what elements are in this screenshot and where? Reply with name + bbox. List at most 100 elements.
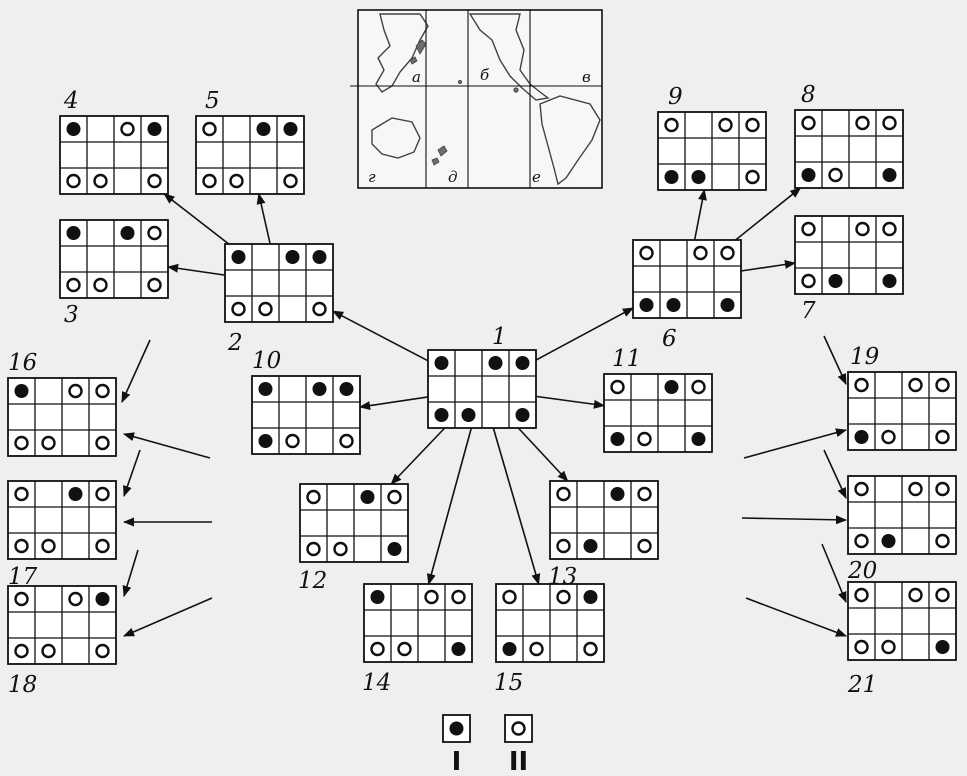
filled-circle-icon (231, 250, 246, 264)
grid-diagram-8: 8 (794, 82, 904, 189)
grid-diagram-20: 20 (847, 475, 957, 584)
open-circle-icon (637, 486, 652, 502)
filled-circle-icon (434, 356, 449, 370)
filled-circle-icon (451, 642, 466, 656)
open-circle-icon (881, 429, 896, 445)
filled-circle-icon (461, 408, 476, 422)
grid-diagram-18: 18 (7, 585, 117, 698)
open-circle-icon (258, 301, 273, 317)
legend-label-open: II (509, 747, 528, 776)
open-circle-icon (306, 489, 321, 505)
zone-label-a: а (412, 68, 421, 86)
filled-circle-icon (691, 432, 706, 446)
filled-circle-icon (639, 298, 654, 312)
open-circle-icon (801, 221, 816, 237)
open-circle-icon (41, 435, 56, 451)
diagram-label-10: 10 (252, 348, 281, 374)
connection-arrows (163, 187, 802, 586)
open-circle-icon (120, 121, 135, 137)
open-circle-icon (720, 245, 735, 261)
filled-circle-icon (583, 590, 598, 604)
grid-diagram-1: 1 (427, 324, 537, 429)
arrow-1-to-10 (358, 396, 429, 410)
edge-arrow-left-3 (123, 449, 141, 498)
open-circle-icon (147, 173, 162, 189)
grid-diagram-10: 10 (251, 348, 361, 455)
open-circle-icon (397, 641, 412, 657)
legend-item-filled: I (442, 714, 471, 776)
open-circle-icon (639, 245, 654, 261)
diagram-label-14: 14 (362, 670, 391, 696)
filled-circle-icon (881, 534, 896, 548)
open-circle-icon (882, 221, 897, 237)
open-circle-icon (828, 167, 843, 183)
arrow-6-to-7 (740, 260, 797, 272)
filled-circle-icon (720, 298, 735, 312)
filled-circle-icon (14, 384, 29, 398)
open-circle-icon (95, 486, 110, 502)
filled-circle-icon (95, 592, 110, 606)
open-circle-icon (637, 431, 652, 447)
open-circle-icon (14, 591, 29, 607)
open-circle-icon (306, 541, 321, 557)
filled-circle-icon (801, 168, 816, 182)
filled-circle-icon (515, 408, 530, 422)
zone-label-d: д (448, 168, 458, 186)
filled-circle-icon (283, 122, 298, 136)
open-circle-icon (583, 641, 598, 657)
filled-circle-icon (66, 122, 81, 136)
diagram-label-18: 18 (8, 672, 37, 698)
edge-arrow-right-6 (745, 597, 848, 637)
filled-circle-icon (434, 408, 449, 422)
filled-circle-icon (882, 168, 897, 182)
diagram-label-20: 20 (847, 558, 877, 584)
open-circle-icon (424, 589, 439, 605)
open-circle-icon (610, 379, 625, 395)
filled-circle-icon (583, 539, 598, 553)
filled-circle-icon (449, 721, 464, 736)
open-circle-icon (882, 115, 897, 131)
australia-coast (371, 117, 421, 159)
open-circle-icon (908, 481, 923, 497)
open-circle-icon (854, 481, 869, 497)
legend-label-filled: I (452, 747, 462, 776)
filled-circle-icon (68, 487, 83, 501)
open-circle-icon (283, 173, 298, 189)
grid-diagram-9: 9 (657, 84, 767, 191)
open-circle-icon (95, 643, 110, 659)
open-circle-icon (855, 115, 870, 131)
new-zealand (431, 145, 448, 166)
zone-label-v: в (582, 68, 591, 86)
open-circle-icon (66, 173, 81, 189)
open-circle-icon (854, 533, 869, 549)
open-circle-icon (801, 115, 816, 131)
grid-diagram-5: 5 (195, 88, 305, 195)
open-circle-icon (556, 538, 571, 554)
diagram-label-21: 21 (847, 672, 877, 698)
open-circle-icon (202, 173, 217, 189)
open-circle-icon (935, 377, 950, 393)
open-circle-icon (511, 721, 526, 736)
edge-arrow-right-3 (823, 449, 847, 500)
filled-circle-icon (610, 432, 625, 446)
open-circle-icon (14, 538, 29, 554)
open-circle-icon (333, 541, 348, 557)
open-circle-icon (312, 301, 327, 317)
south-america-coast (539, 95, 601, 186)
open-circle-icon (693, 245, 708, 261)
map-frame (357, 9, 603, 189)
arrow-1-to-6 (535, 307, 634, 361)
filled-circle-icon (488, 356, 503, 370)
open-circle-icon (664, 117, 679, 133)
open-circle-icon (14, 486, 29, 502)
diagram-label-7: 7 (801, 298, 816, 324)
edge-arrow-right-2 (743, 428, 848, 459)
diagram-label-15: 15 (494, 670, 523, 696)
open-circle-icon (95, 383, 110, 399)
grid-diagram-12: 12 (298, 483, 409, 594)
arrow-1-to-11 (535, 395, 606, 409)
arrow-2-to-4 (163, 193, 230, 245)
open-circle-icon (745, 169, 760, 185)
filled-circle-icon (691, 170, 706, 184)
